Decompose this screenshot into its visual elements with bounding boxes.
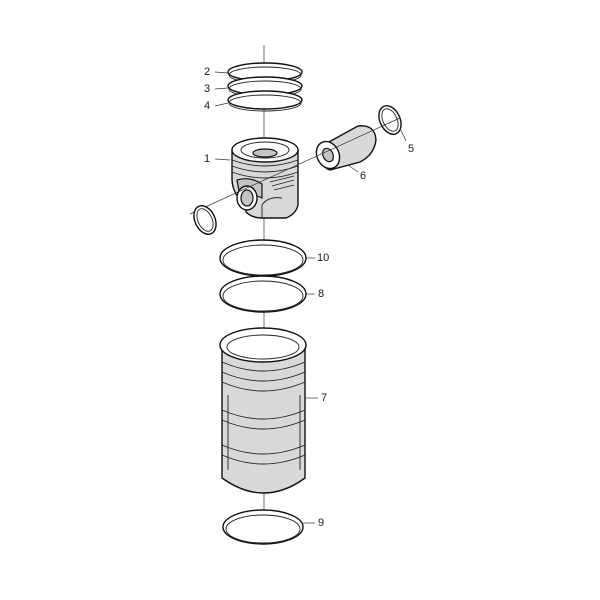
leader-3 — [214, 87, 229, 90]
callout-7: 7 — [321, 392, 328, 404]
seal-ring-8 — [219, 275, 307, 313]
piston-ring-3 — [227, 76, 303, 98]
callout-2: 2 — [204, 66, 211, 78]
callout-8: 8 — [318, 288, 325, 300]
callout-5: 5 — [408, 143, 415, 155]
snap-ring-left — [193, 205, 217, 235]
callout-9: 9 — [318, 517, 325, 529]
snap-ring-5 — [378, 105, 402, 135]
callout-3: 3 — [204, 83, 211, 95]
leader-6 — [347, 164, 359, 173]
pin-axis — [189, 117, 401, 215]
callout-6: 6 — [360, 170, 367, 182]
leader-5 — [399, 127, 407, 142]
leader-2 — [214, 71, 229, 74]
callout-10: 10 — [317, 252, 330, 264]
leader-1 — [214, 158, 231, 161]
callout-1: 1 — [204, 153, 211, 165]
piston-ring-4 — [227, 90, 303, 112]
leader-4 — [214, 102, 229, 107]
callout-4: 4 — [204, 100, 211, 112]
piston-pin — [315, 125, 377, 171]
piston — [231, 137, 299, 219]
cylinder-liner — [219, 327, 307, 494]
seal-ring-9 — [222, 509, 304, 545]
seal-ring-10 — [219, 239, 307, 277]
